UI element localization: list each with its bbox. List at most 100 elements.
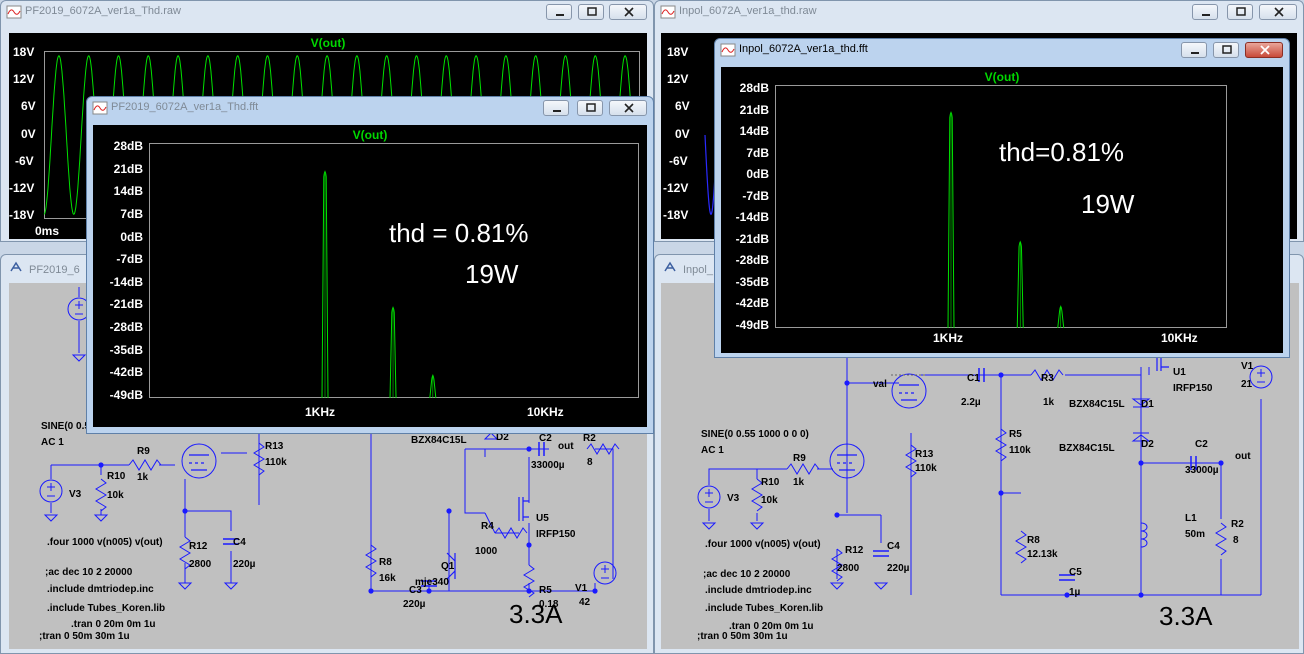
plot-area[interactable] xyxy=(775,85,1227,328)
net-out[interactable]: out xyxy=(1235,451,1251,462)
maximize-button[interactable] xyxy=(1213,42,1239,58)
r5-label[interactable]: R5 xyxy=(1009,429,1022,440)
spice-directive[interactable]: .include dmtriodep.inc xyxy=(705,585,812,596)
u5-label[interactable]: U5 xyxy=(536,513,549,524)
close-button[interactable] xyxy=(609,4,647,20)
v1-value[interactable]: 42 xyxy=(579,597,591,608)
spice-directive[interactable]: .include dmtriodep.inc xyxy=(47,584,154,595)
ac-spec[interactable]: AC 1 xyxy=(701,445,724,456)
r12-value[interactable]: 2800 xyxy=(189,559,212,570)
r9-value[interactable]: 1k xyxy=(793,477,805,488)
trace-label[interactable]: V(out) xyxy=(352,128,388,142)
r5-value[interactable]: 110k xyxy=(1009,445,1031,456)
r2-label[interactable]: R2 xyxy=(1231,519,1244,530)
titlebar[interactable]: PF2019_6072A_ver1a_Thd.raw xyxy=(1,1,653,23)
r9-label[interactable]: R9 xyxy=(137,446,150,457)
close-button[interactable] xyxy=(1245,42,1283,58)
net-out[interactable]: out xyxy=(558,441,574,452)
v1-label[interactable]: V1 xyxy=(1241,361,1254,372)
c4-label[interactable]: C4 xyxy=(233,537,246,548)
d2-model[interactable]: BZX84C15L xyxy=(411,435,467,446)
r9-value[interactable]: 1k xyxy=(137,472,149,483)
maximize-button[interactable] xyxy=(577,100,603,116)
close-button[interactable] xyxy=(1259,4,1297,20)
c1-label[interactable]: C1 xyxy=(967,373,980,384)
r2-value[interactable]: 8 xyxy=(1233,535,1239,546)
c4-label[interactable]: C4 xyxy=(887,541,900,552)
thd-annotation[interactable]: thd=0.81% xyxy=(999,137,1125,167)
u1-model[interactable]: IRFP150 xyxy=(1173,383,1213,394)
r10-value[interactable]: 10k xyxy=(107,490,124,501)
c3-value[interactable]: 220µ xyxy=(403,599,426,610)
d2-label[interactable]: D2 xyxy=(496,432,509,443)
r8-value[interactable]: 12.13k xyxy=(1027,549,1058,560)
maximize-button[interactable] xyxy=(578,4,604,20)
r12-value[interactable]: 2800 xyxy=(837,563,860,574)
spice-directive[interactable]: ;ac dec 10 2 20000 xyxy=(703,569,791,580)
spice-directive[interactable]: .four 1000 v(n005) v(out) xyxy=(47,537,163,548)
titlebar[interactable]: PF2019_6072A_ver1a_Thd.fft xyxy=(87,97,653,119)
r12-label[interactable]: R12 xyxy=(845,545,864,556)
minimize-button[interactable] xyxy=(1181,42,1207,58)
l1-value[interactable]: 50m xyxy=(1185,529,1206,540)
r10-label[interactable]: R10 xyxy=(107,471,126,482)
maximize-button[interactable] xyxy=(1227,4,1253,20)
r2-value[interactable]: 8 xyxy=(587,457,593,468)
current-annotation[interactable]: 3.3A xyxy=(1159,601,1213,631)
trace-label[interactable]: V(out) xyxy=(984,70,1020,84)
spice-directive[interactable]: ;tran 0 50m 30m 1u xyxy=(697,631,788,642)
q1-model[interactable]: mje340 xyxy=(415,577,449,588)
r9-label[interactable]: R9 xyxy=(793,453,806,464)
r3-value[interactable]: 1k xyxy=(1043,397,1055,408)
v3-label[interactable]: V3 xyxy=(69,489,82,500)
c5-label[interactable]: C5 xyxy=(1069,567,1082,578)
close-button[interactable] xyxy=(609,100,647,116)
titlebar[interactable]: Inpol_6072A_ver1a_thd.fft xyxy=(715,39,1289,61)
r8-label[interactable]: R8 xyxy=(1027,535,1040,546)
d2-label[interactable]: D2 xyxy=(1141,439,1154,450)
titlebar[interactable]: Inpol_6072A_ver1a_thd.raw xyxy=(655,1,1303,23)
c2-value[interactable]: 33000µ xyxy=(1185,465,1219,476)
r13-label[interactable]: R13 xyxy=(915,449,934,460)
r10-label[interactable]: R10 xyxy=(761,477,780,488)
power-annotation[interactable]: 19W xyxy=(1081,189,1135,219)
spice-directive[interactable]: .four 1000 v(n005) v(out) xyxy=(705,539,821,550)
minimize-button[interactable] xyxy=(1192,4,1218,20)
r8-value[interactable]: 16k xyxy=(379,573,396,584)
c2-value[interactable]: 33000µ xyxy=(531,460,565,471)
q1-label[interactable]: Q1 xyxy=(441,561,455,572)
r4-value[interactable]: 1000 xyxy=(475,546,498,557)
titlebar[interactable]: PF2019_6 xyxy=(1,255,653,277)
v1-value[interactable]: 21 xyxy=(1241,379,1253,390)
minimize-button[interactable] xyxy=(543,100,569,116)
d2-model[interactable]: BZX84C15L xyxy=(1059,443,1115,454)
spice-directive[interactable]: ;tran 0 50m 30m 1u xyxy=(39,631,130,642)
c2-label[interactable]: C2 xyxy=(1195,439,1208,450)
r8-label[interactable]: R8 xyxy=(379,557,392,568)
ac-spec[interactable]: AC 1 xyxy=(41,437,64,448)
r2-label[interactable]: R2 xyxy=(583,433,596,444)
c3-label[interactable]: C3 xyxy=(409,585,422,596)
c4-value[interactable]: 220µ xyxy=(887,563,910,574)
spice-directive[interactable]: .include Tubes_Koren.lib xyxy=(47,603,166,614)
power-annotation[interactable]: 19W xyxy=(465,259,519,289)
spice-directive[interactable]: ;ac dec 10 2 20000 xyxy=(45,567,133,578)
minimize-button[interactable] xyxy=(546,4,572,20)
thd-annotation[interactable]: thd = 0.81% xyxy=(389,218,529,248)
c2-label[interactable]: C2 xyxy=(539,433,552,444)
r13-value[interactable]: 110k xyxy=(265,457,287,468)
current-annotation[interactable]: 3.3A xyxy=(509,599,563,629)
c5-value[interactable]: 1µ xyxy=(1069,587,1081,598)
l1-label[interactable]: L1 xyxy=(1185,513,1197,524)
r10-value[interactable]: 10k xyxy=(761,495,778,506)
titlebar[interactable]: Inpol_ xyxy=(655,255,1303,277)
c4-value[interactable]: 220µ xyxy=(233,559,256,570)
r13-label[interactable]: R13 xyxy=(265,441,284,452)
v3-label[interactable]: V3 xyxy=(727,493,740,504)
r3-label[interactable]: R3 xyxy=(1041,373,1054,384)
d1-model[interactable]: BZX84C15L xyxy=(1069,399,1125,410)
